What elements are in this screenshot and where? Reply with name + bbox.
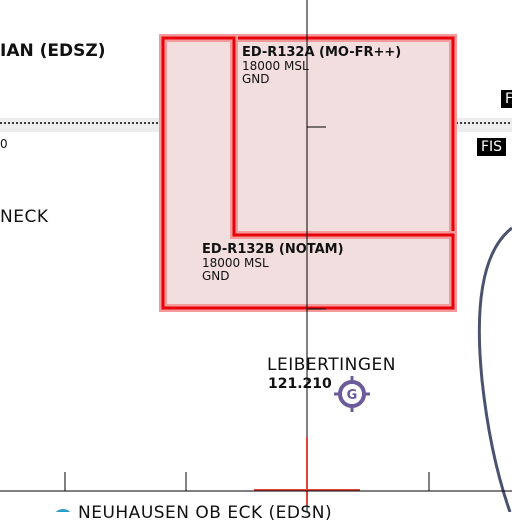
border-curve — [477, 226, 512, 512]
zone-title: ED-R132B (NOTAM) — [202, 242, 344, 257]
partial-tag[interactable]: F — [501, 90, 512, 108]
map-canvas[interactable]: G — [0, 0, 512, 512]
zone-title: ED-R132A (MO-FR++) — [242, 45, 402, 60]
fis-tag[interactable]: FIS — [477, 138, 507, 156]
zone-upper-limit: 18000 MSL — [242, 59, 309, 73]
airfield-symbol-letter: G — [347, 388, 358, 403]
airport-label-edsz[interactable]: IAN (EDSZ) — [0, 41, 106, 61]
airfield-symbol-icon[interactable]: G — [334, 376, 370, 412]
position-crosshair-icon — [254, 437, 360, 505]
zone-upper-limit: 18000 MSL — [202, 256, 269, 270]
zone-label-ed-r132b[interactable]: ED-R132B (NOTAM) 18000 MSL GND — [202, 243, 344, 283]
town-label-bottom[interactable]: NEUHAUSEN OB ECK (EDSN) — [78, 503, 333, 523]
airport-icon[interactable] — [53, 509, 73, 512]
restricted-zone-ed-r132b[interactable] — [159, 34, 457, 312]
zone-lower-limit: GND — [242, 72, 270, 86]
town-label-neck: NECK — [0, 207, 49, 227]
airfield-frequency-label[interactable]: 121.210 — [268, 376, 332, 392]
small-label-zero: 0 — [0, 137, 8, 151]
scale-bar — [0, 472, 512, 492]
zone-lower-limit: GND — [202, 269, 230, 283]
zone-label-ed-r132a[interactable]: ED-R132A (MO-FR++) 18000 MSL GND — [242, 46, 401, 86]
airfield-name-label[interactable]: LEIBERTINGEN — [267, 355, 396, 375]
